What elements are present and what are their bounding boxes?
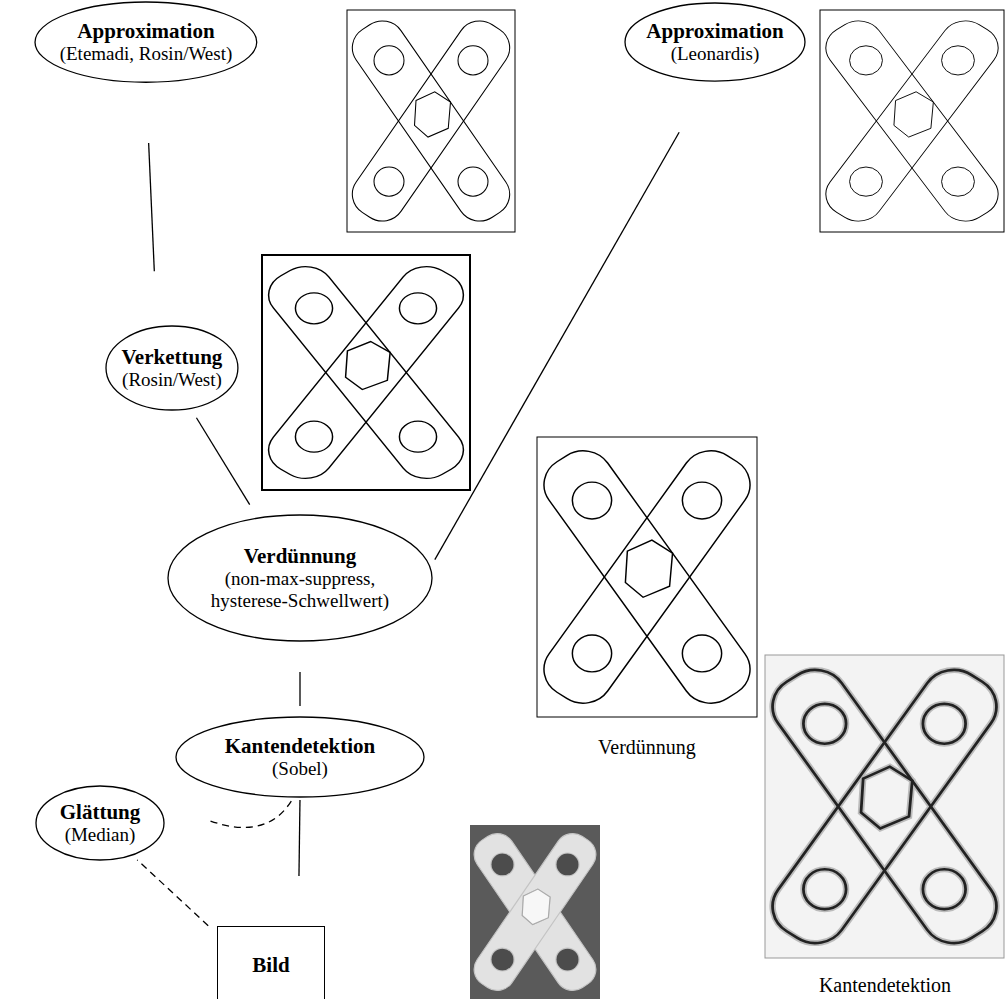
node-subtitle: (Median) [60,824,141,846]
node-title: Verkettung [122,345,223,369]
line-drawing [344,12,519,229]
thumbnail-frame [537,437,757,717]
node-subtitle: (Rosin/West) [122,369,223,391]
ellipse-shape [35,2,257,82]
ellipse-shape [36,786,164,860]
line-drawing [258,258,474,488]
photo-hole [491,854,513,876]
connector-line [435,132,679,559]
process-ellipse: Verdünnung(non-max-suppress, hysterese-S… [167,514,433,642]
node-title: Kantendetektion [225,734,376,758]
line-drawing [816,12,1005,229]
process-ellipse: Kantendetektion(Sobel) [175,716,425,798]
optional-connector [137,860,208,926]
text-group: Approximation(Etemadi, Rosin/West) [60,19,233,65]
process-ellipse: Verkettung(Rosin/West) [105,325,239,411]
text-group: Glättung(Median) [60,800,141,846]
thumbnail-frame [820,10,1004,232]
node-title: Approximation [60,19,233,43]
node-subtitle: (non-max-suppress, hysterese-Schwellwert… [200,568,400,612]
process-ellipse: Approximation(Leonardis) [624,2,806,82]
text-group: Verdünnung(non-max-suppress, hysterese-S… [200,544,400,612]
approximation-thumbnail [344,12,519,229]
connector-line [196,418,249,505]
node-title: Verdünnung [200,544,400,568]
node-title: Approximation [646,19,783,43]
photo-hole [556,949,578,971]
thumbnail-frame [765,655,1004,958]
node-subtitle: (Sobel) [225,758,376,780]
ellipse-shape [106,326,238,410]
process-ellipse: Approximation(Etemadi, Rosin/West) [34,1,258,83]
text-group: Approximation(Leonardis) [646,19,783,65]
image-caption: Kantendetektion [819,974,951,997]
line-drawing [760,658,1005,954]
ellipse-shape [176,717,424,797]
input-box: Bild [217,926,325,999]
optional-connector [211,799,293,827]
text-group: Kantendetektion(Sobel) [225,734,376,780]
process-ellipse: Glättung(Median) [35,785,165,861]
image-caption: Verdünnung [598,736,696,759]
connector-line [299,672,300,706]
line-drawing [533,440,762,714]
ellipse-shape [625,3,805,81]
connector-line [299,800,300,876]
photo-hole [556,854,578,876]
connector-line [149,143,155,271]
photo [467,827,602,997]
line-drawing [760,658,1005,954]
chaining-thumbnail [258,258,474,488]
photo-hole [491,949,513,971]
node-subtitle: (Leonardis) [646,43,783,65]
node-title: Bild [252,953,289,977]
approximation-thumbnail [816,12,1005,229]
edge-thumbnail [760,658,1005,954]
node-title: Glättung [60,800,141,824]
photo-piece [467,827,602,997]
thumbnail-frame [262,255,470,490]
text-group: Bild [252,953,289,977]
ellipse-shape [168,515,432,641]
text-group: Verkettung(Rosin/West) [122,345,223,391]
thumbnail-frame [347,10,515,232]
node-subtitle: (Etemadi, Rosin/West) [60,43,233,65]
thinning-thumbnail [533,440,762,714]
photo-center-piece [522,889,550,924]
